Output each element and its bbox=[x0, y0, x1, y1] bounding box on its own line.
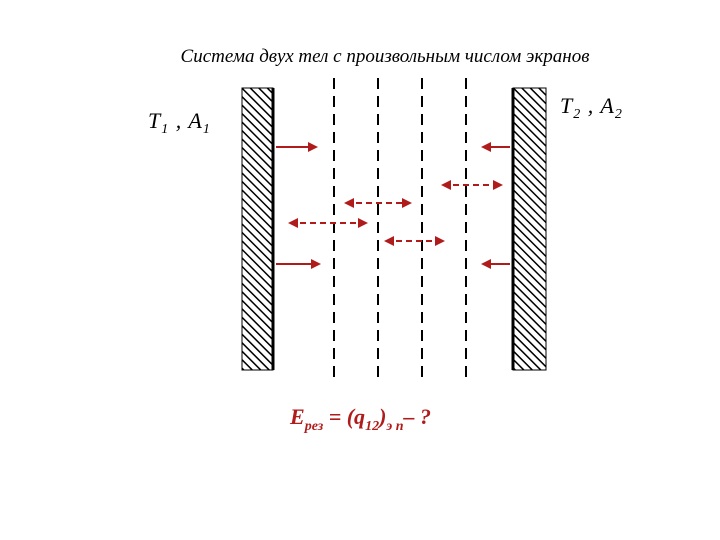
right-absorptivity-index: 2 bbox=[614, 107, 623, 122]
right-separator: , bbox=[581, 93, 601, 118]
formula-middle: = (q bbox=[323, 404, 366, 429]
left-body-label: T1 , A1 bbox=[148, 108, 211, 138]
left-separator: , bbox=[169, 108, 189, 133]
formula-e-index: рез bbox=[304, 419, 324, 434]
diagram-title: Система двух тел с произвольным числом э… bbox=[180, 46, 590, 67]
formula-close: ) bbox=[379, 404, 387, 429]
left-wall bbox=[241, 87, 275, 371]
left-temperature-index: 1 bbox=[161, 122, 170, 137]
result-formula: Eрез = (q12)э n– ? bbox=[290, 404, 431, 435]
right-temperature-index: 2 bbox=[573, 107, 582, 122]
formula-tail: – ? bbox=[403, 404, 432, 429]
right-body-label: T2 , A2 bbox=[560, 93, 623, 123]
formula-q-index: 12 bbox=[365, 419, 380, 434]
left-temperature-symbol: T bbox=[148, 108, 162, 133]
left-absorptivity-index: 1 bbox=[202, 122, 211, 137]
right-absorptivity-symbol: A bbox=[600, 93, 615, 118]
right-wall bbox=[511, 87, 547, 371]
right-temperature-symbol: T bbox=[560, 93, 574, 118]
left-absorptivity-symbol: A bbox=[188, 108, 203, 133]
formula-n-index: э n bbox=[386, 419, 404, 434]
formula-e: E bbox=[290, 404, 305, 429]
